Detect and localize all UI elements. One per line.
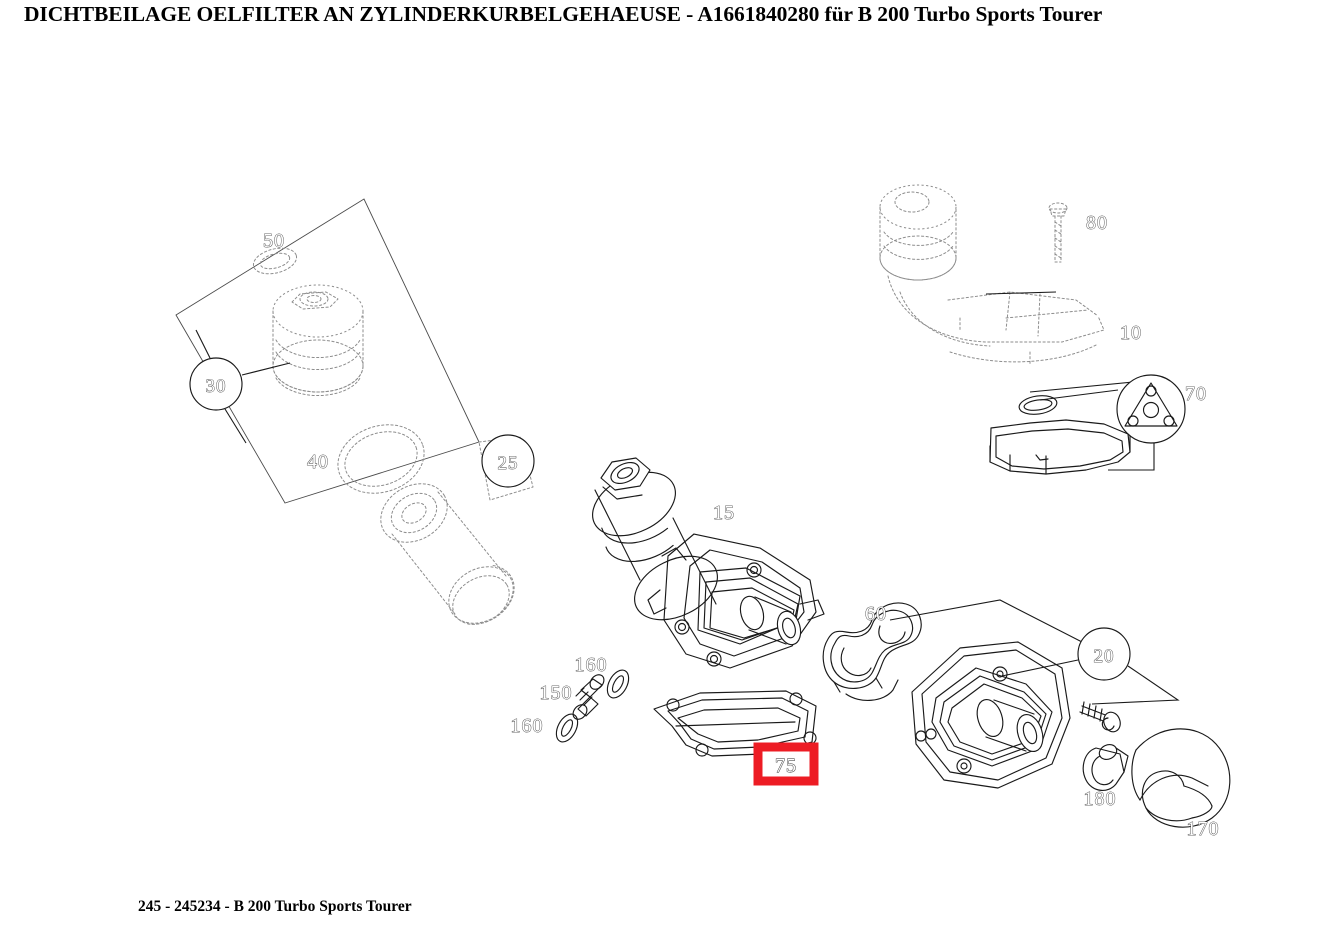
page-footer: 245 - 245234 - B 200 Turbo Sports Tourer xyxy=(138,898,412,915)
callout-numbers: 50 40 80 10 70 15 60 160 150 160 180 170 xyxy=(263,212,1220,841)
leader-lines xyxy=(889,389,1180,705)
part-o-ring-50 xyxy=(252,247,298,275)
part-coolant-hose-170 xyxy=(1131,728,1231,828)
callout-label-30: 30 xyxy=(206,376,227,397)
callout-label-15[interactable]: 15 xyxy=(713,502,735,525)
part-washer-160-upper xyxy=(606,669,630,699)
callout-label-25: 25 xyxy=(498,453,519,474)
callout-label-170[interactable]: 170 xyxy=(1186,818,1220,841)
part-group-70 xyxy=(989,374,1186,475)
callout-label-70[interactable]: 70 xyxy=(1185,383,1207,406)
callout-label-150[interactable]: 150 xyxy=(539,682,573,705)
part-gasket-ring-40 xyxy=(337,424,425,494)
part-lower-cylinder-ghost xyxy=(380,483,515,625)
part-washer-160-lower xyxy=(555,713,579,743)
callout-label-10[interactable]: 10 xyxy=(1120,322,1142,345)
part-gasket-60 xyxy=(822,602,922,701)
callout-label-50[interactable]: 50 xyxy=(263,230,285,253)
highlighted-callout-75[interactable]: 75 xyxy=(753,742,819,786)
part-filter-body-ghost-30 xyxy=(272,284,364,397)
callout-label-160-upper[interactable]: 160 xyxy=(574,654,608,677)
ghost-assembly-group-30 xyxy=(175,198,534,625)
ghost-assembly-group-10 xyxy=(879,184,1105,365)
part-hose-clamp-180 xyxy=(1082,744,1129,791)
callout-balloon-30[interactable]: 30 xyxy=(189,357,243,411)
callout-label-20: 20 xyxy=(1094,646,1115,667)
callout-balloon-25[interactable]: 25 xyxy=(481,434,535,488)
highlight-box[interactable] xyxy=(753,742,819,786)
part-drain-plug-150 xyxy=(572,674,605,720)
callout-label-80[interactable]: 80 xyxy=(1086,212,1108,235)
part-bolt-for-20 xyxy=(1079,701,1121,733)
callout-label-160-lower[interactable]: 160 xyxy=(510,715,544,738)
page-title: DICHTBEILAGE OELFILTER AN ZYLINDERKURBEL… xyxy=(24,2,1103,26)
part-group-drain-plug xyxy=(555,669,630,743)
callout-label-60[interactable]: 60 xyxy=(865,603,887,626)
callout-label-180[interactable]: 180 xyxy=(1083,788,1117,811)
part-bolt-80 xyxy=(1048,202,1068,263)
part-oil-filter-housing-15 xyxy=(592,457,825,669)
part-oil-cooler-20 xyxy=(911,641,1071,789)
highlight-label-75: 75 xyxy=(775,755,797,777)
part-cover-gasket xyxy=(989,419,1131,475)
callout-balloons: 30 25 20 xyxy=(189,357,1131,681)
callout-balloon-20[interactable]: 20 xyxy=(1077,627,1131,681)
part-o-ring-70 xyxy=(1018,395,1058,415)
callout-label-40[interactable]: 40 xyxy=(307,451,329,474)
